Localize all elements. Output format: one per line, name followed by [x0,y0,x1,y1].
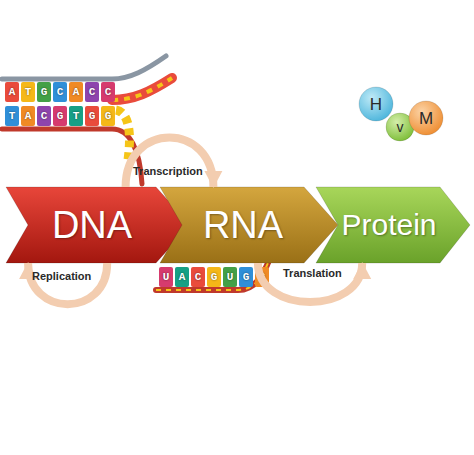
dna-backbone [2,56,166,79]
dna-backbone [2,129,142,184]
process-arrow: Protein [316,187,470,263]
peeled-strand-bases [112,78,172,100]
base-sequence: UACGUGG [158,267,275,287]
circle-shape [359,87,393,121]
process-arrow: DNA [6,187,190,263]
sequence-strip: TACGTGG [4,106,116,126]
curved-arrow [126,138,214,188]
chevron-shape [316,187,470,263]
process-label: Replication [32,270,91,282]
sequence-strip: UACGUGG [158,267,270,287]
stage-name: RNA [203,206,283,244]
curved-arrow [258,263,362,302]
peeled-strand [112,78,172,100]
sequence-strip: ATGCACC [4,82,116,102]
stage-name: DNA [52,206,132,244]
amino-acid-letter: H [370,96,382,113]
amino-acid-letter: v [397,120,404,134]
curved-arrow [28,263,107,304]
process-label: Translation [283,267,342,279]
base-sequence: ATGCACC [4,82,121,102]
stage-name: Protein [341,210,436,240]
amino-acid-letter: M [419,110,433,127]
process-label: Transcription [133,165,203,177]
process-arrow: RNA [160,187,338,263]
base-sequence: TACGTGG [4,106,121,126]
chevron-shape [160,187,338,263]
chevron-shape [6,187,190,263]
amino-acid-circle: H [358,86,394,122]
amino-acid-circle: M [408,100,444,136]
circle-shape [409,101,443,135]
